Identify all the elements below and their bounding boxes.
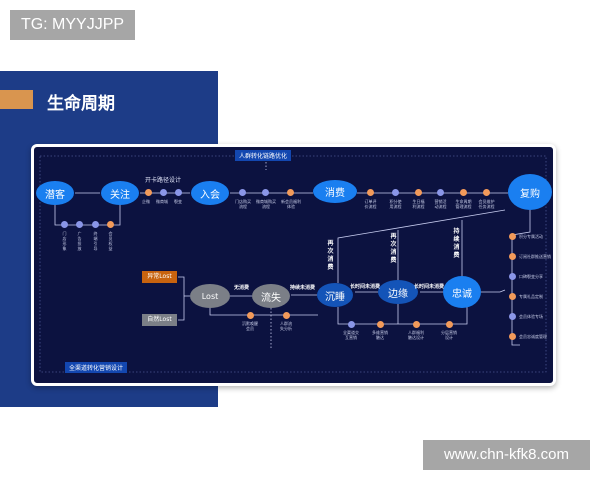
step-dot <box>509 233 516 240</box>
edge-label: 持续消费 <box>453 228 460 259</box>
step-label: 专属礼品定制 <box>519 294 543 299</box>
node-follow: 关注 <box>101 181 139 205</box>
node-prospect: 潜客 <box>36 181 74 205</box>
step-label: 裂变 <box>174 199 182 204</box>
node-edge: 边缘 <box>378 280 418 304</box>
step-dot <box>437 189 444 196</box>
step-dot <box>348 321 355 328</box>
top-tag: 人群转化链路优化 <box>235 150 292 161</box>
lost-natural: 自然Lost <box>142 314 177 326</box>
step-label: 人群流失分析 <box>280 321 292 331</box>
step-label: 人群福利触达设计 <box>408 330 424 340</box>
step-dot <box>460 189 467 196</box>
step-dot <box>175 189 182 196</box>
step-label: 全渠道交互营销 <box>343 330 359 340</box>
step-dot <box>287 189 294 196</box>
step-label: 订单评价流程 <box>364 199 377 209</box>
node-lost: Lost <box>190 284 230 308</box>
node-repurchase: 复购 <box>508 174 552 210</box>
step-label: 积分专属活动 <box>519 234 543 239</box>
card-path-label: 开卡路径设计 <box>145 177 182 184</box>
step-label: 生日福利流程 <box>412 199 425 209</box>
step-dot <box>107 221 114 228</box>
step-dot <box>160 189 167 196</box>
step-label: 门店购买流程 <box>235 199 251 209</box>
step-label: 企微 <box>142 199 150 204</box>
step-label: 口碑裂变分享 <box>519 274 543 279</box>
step-dot <box>509 313 516 320</box>
step-dot <box>92 221 99 228</box>
step-label: 新会员福利体验 <box>281 199 301 209</box>
node-consume: 消费 <box>313 180 357 203</box>
step-dot <box>392 189 399 196</box>
step-label: 营销活动流程 <box>434 199 447 209</box>
step-dot <box>367 189 374 196</box>
step-dot <box>509 273 516 280</box>
step-label: 微商城购买流程 <box>256 199 276 209</box>
step-dot <box>413 321 420 328</box>
edge-label: 持续未消费 <box>290 285 316 291</box>
step-label: 积分使用流程 <box>389 199 402 209</box>
step-label: 订阅社群推送营销 <box>519 254 551 259</box>
step-dot <box>247 312 254 319</box>
node-loyal: 忠诚 <box>443 276 481 308</box>
step-dot <box>377 321 384 328</box>
step-label: 会员忠诚度管理 <box>519 334 547 339</box>
step-dot <box>76 221 83 228</box>
lost-abnormal: 异常Lost <box>142 271 177 283</box>
step-dot <box>509 333 516 340</box>
step-dot <box>262 189 269 196</box>
step-label: 多维营销触达 <box>372 330 388 340</box>
node-churn: 流失 <box>252 284 290 308</box>
watermark-top: TG: MYYJJPP <box>10 10 135 40</box>
step-dot <box>509 253 516 260</box>
step-label: 沉默唤醒会员 <box>242 321 258 331</box>
edge-label: 长时间未消费 <box>350 284 381 290</box>
step-dot <box>483 189 490 196</box>
step-label: 门店形象 <box>62 231 67 251</box>
page-title: 生命周期 <box>47 94 115 114</box>
node-dormant: 沉睡 <box>317 283 353 307</box>
step-label: 分层营销设计 <box>441 330 457 340</box>
step-dot <box>61 221 68 228</box>
step-label: 微商城 <box>156 199 168 204</box>
step-label: 会员权益 <box>108 231 113 251</box>
step-label: 生命周期管理流程 <box>455 199 472 209</box>
watermark-bottom: www.chn-kfk8.com <box>423 440 590 470</box>
bottom-tag: 全渠道转化营销设计 <box>65 362 128 373</box>
edge-label: 再次消费 <box>327 240 334 271</box>
step-label: 广告投放 <box>77 231 82 251</box>
step-dot <box>239 189 246 196</box>
edge-label: 无消费 <box>234 285 250 291</box>
step-dot <box>145 189 152 196</box>
edge-label: 再次消费 <box>390 233 397 264</box>
step-dot <box>283 312 290 319</box>
step-label: 会员维护任务流程 <box>478 199 495 209</box>
step-label: 会员体验专场 <box>519 314 543 319</box>
step-label: 终端引导 <box>93 231 98 251</box>
step-dot <box>509 293 516 300</box>
step-dot <box>415 189 422 196</box>
title-accent-bar <box>0 90 33 109</box>
step-dot <box>446 321 453 328</box>
edge-label: 长时间未消费 <box>414 284 445 290</box>
node-join: 入会 <box>191 181 229 205</box>
